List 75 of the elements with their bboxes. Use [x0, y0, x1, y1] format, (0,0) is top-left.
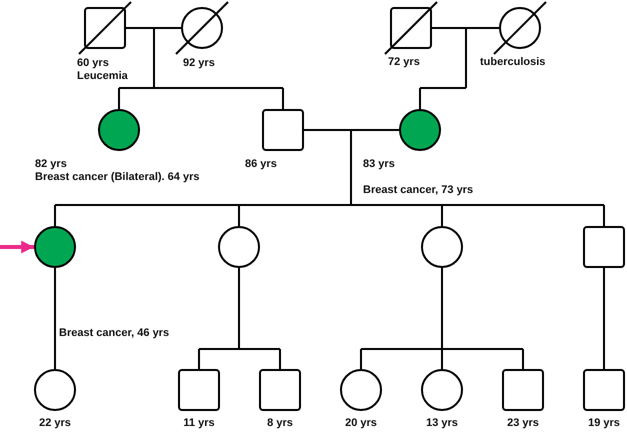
pedigree-line — [351, 129, 399, 131]
pedigree-line — [351, 204, 442, 206]
pedigree-line — [603, 205, 605, 226]
pedigree-line — [154, 87, 283, 89]
pedigree-line — [153, 28, 155, 88]
pedigree-line — [522, 349, 524, 369]
pedigree-line — [432, 27, 466, 29]
affected-female-circle — [34, 226, 76, 268]
pedigree-line — [442, 348, 523, 350]
pedigree-line — [419, 88, 421, 109]
pedigree-line — [282, 88, 284, 109]
node-caption: Breast cancer (Bilateral). 64 yrs — [35, 171, 200, 184]
affected-female-circle — [399, 109, 441, 151]
pedigree-line — [603, 268, 605, 300]
pedigree-line — [441, 268, 443, 349]
male-square — [502, 369, 544, 411]
node-caption: 86 yrs — [245, 158, 277, 171]
pedigree-line — [466, 27, 499, 29]
pedigree-line — [199, 348, 239, 350]
pedigree-line — [55, 204, 239, 206]
deceased-male-square — [384, 1, 438, 55]
pedigree-line — [350, 130, 352, 205]
female-circle — [421, 226, 463, 268]
male-square — [262, 109, 304, 151]
node-caption: 20 yrs — [345, 417, 377, 430]
pedigree-line — [279, 349, 281, 369]
pedigree-line — [361, 348, 442, 350]
deceased-male-square — [78, 1, 132, 55]
pedigree-line — [442, 204, 604, 206]
male-square — [583, 226, 625, 268]
pedigree-line — [54, 300, 56, 369]
pedigree-line — [118, 88, 120, 109]
pedigree-line — [420, 87, 466, 89]
pedigree-line — [239, 348, 280, 350]
pedigree-line — [239, 204, 351, 206]
pedigree-line — [441, 205, 443, 226]
node-caption: 60 yrs — [77, 57, 109, 70]
pedigree-line — [603, 300, 605, 369]
arrow — [0, 240, 34, 254]
female-circle — [218, 226, 260, 268]
node-caption: 72 yrs — [388, 56, 420, 69]
node-caption: 11 yrs — [183, 417, 215, 430]
node-caption: 23 yrs — [507, 417, 539, 430]
male-square — [259, 369, 301, 411]
pedigree-line — [304, 129, 351, 131]
pedigree-line — [154, 27, 181, 29]
pedigree-line — [465, 28, 467, 88]
node-caption: 8 yrs — [267, 417, 293, 430]
pedigree-line — [238, 205, 240, 226]
deceased-female-circle — [493, 1, 547, 55]
female-circle — [421, 369, 463, 411]
node-caption: 82 yrs — [35, 158, 67, 171]
node-caption: Leucemia — [77, 70, 128, 83]
male-square — [178, 369, 220, 411]
pedigree-line — [54, 268, 56, 300]
pedigree-line — [441, 349, 443, 369]
node-caption: 13 yrs — [426, 417, 458, 430]
node-caption: 92 yrs — [183, 57, 215, 70]
pedigree-line — [238, 268, 240, 349]
deceased-female-circle — [175, 1, 229, 55]
pedigree-line — [126, 27, 154, 29]
pedigree-line — [198, 349, 200, 369]
female-circle — [340, 369, 382, 411]
annotation: Breast cancer, 46 yrs — [59, 327, 170, 340]
node-caption: 19 yrs — [588, 417, 620, 430]
pedigree-line — [119, 87, 154, 89]
female-circle — [34, 369, 76, 411]
node-caption: tuberculosis — [480, 56, 546, 69]
male-square — [583, 369, 625, 411]
node-caption: 83 yrs — [363, 158, 395, 171]
affected-female-circle — [98, 109, 140, 151]
node-caption: Breast cancer, 73 yrs — [363, 184, 474, 197]
pedigree-line — [54, 205, 56, 226]
pedigree-line — [360, 349, 362, 369]
node-caption: 22 yrs — [39, 417, 71, 430]
